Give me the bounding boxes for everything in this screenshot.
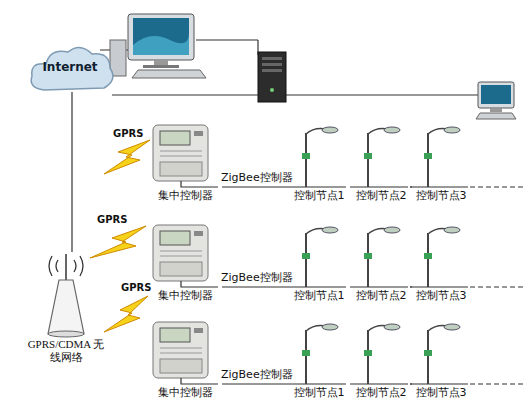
- bus-continuation: [470, 383, 524, 384]
- lamp-node: 控制节点3: [410, 322, 472, 401]
- lamp-node: 控制节点1: [288, 322, 350, 401]
- link-label: GPRS: [120, 282, 152, 294]
- node-label: 控制节点1: [288, 289, 350, 302]
- link-label: GPRS: [96, 214, 128, 226]
- node-label: Internet: [26, 60, 114, 74]
- node-label: 控制节点1: [288, 189, 350, 202]
- node-label: 控制节点3: [410, 189, 472, 202]
- connector: [222, 383, 288, 384]
- lamp-node: 控制节点3: [410, 225, 472, 304]
- connector: [222, 186, 288, 187]
- lamp-node: 控制节点1: [288, 225, 350, 304]
- node-label: 控制节点2: [350, 289, 412, 302]
- node-label: 控制节点2: [350, 386, 412, 399]
- meter-node: 集中控制器: [148, 322, 222, 401]
- node-label: 控制节点2: [350, 189, 412, 202]
- connector: [222, 286, 288, 287]
- node-label: 控制节点3: [410, 289, 472, 302]
- node-label: 集中控制器: [148, 386, 222, 399]
- wire: [112, 94, 478, 95]
- lightning-bolt: [104, 296, 148, 332]
- node-label: 集中控制器: [148, 189, 222, 202]
- meter-node: 集中控制器: [148, 125, 222, 204]
- server: [258, 52, 286, 102]
- node-label: 控制节点1: [288, 386, 350, 399]
- cloud-node: Internet: [26, 40, 118, 98]
- lightning-bolt: [104, 140, 150, 174]
- desktop-computer: [110, 14, 206, 78]
- lamp-node: 控制节点2: [350, 322, 412, 401]
- meter-node: 集中控制器: [148, 225, 222, 304]
- edge-label: ZigBee控制器: [220, 271, 294, 284]
- lamp-node: 控制节点2: [350, 125, 412, 204]
- tower-node: GPRS/CDMA 无线网络: [26, 250, 106, 375]
- node-label: 集中控制器: [148, 289, 222, 302]
- lamp-node: 控制节点2: [350, 225, 412, 304]
- lamp-node: 控制节点3: [410, 125, 472, 204]
- bus-continuation: [470, 286, 524, 287]
- connector: [71, 92, 72, 252]
- wire: [196, 39, 258, 40]
- node-label: 控制节点3: [410, 386, 472, 399]
- node-label: GPRS/CDMA 无线网络: [26, 338, 106, 364]
- lightning-bolt: [90, 226, 146, 258]
- lamp-node: 控制节点1: [288, 125, 350, 204]
- desktop-computer: [476, 82, 516, 119]
- edge-label: ZigBee控制器: [220, 171, 294, 184]
- edge-label: ZigBee控制器: [220, 368, 294, 381]
- bus-continuation: [470, 186, 524, 187]
- link-label: GPRS: [112, 128, 144, 140]
